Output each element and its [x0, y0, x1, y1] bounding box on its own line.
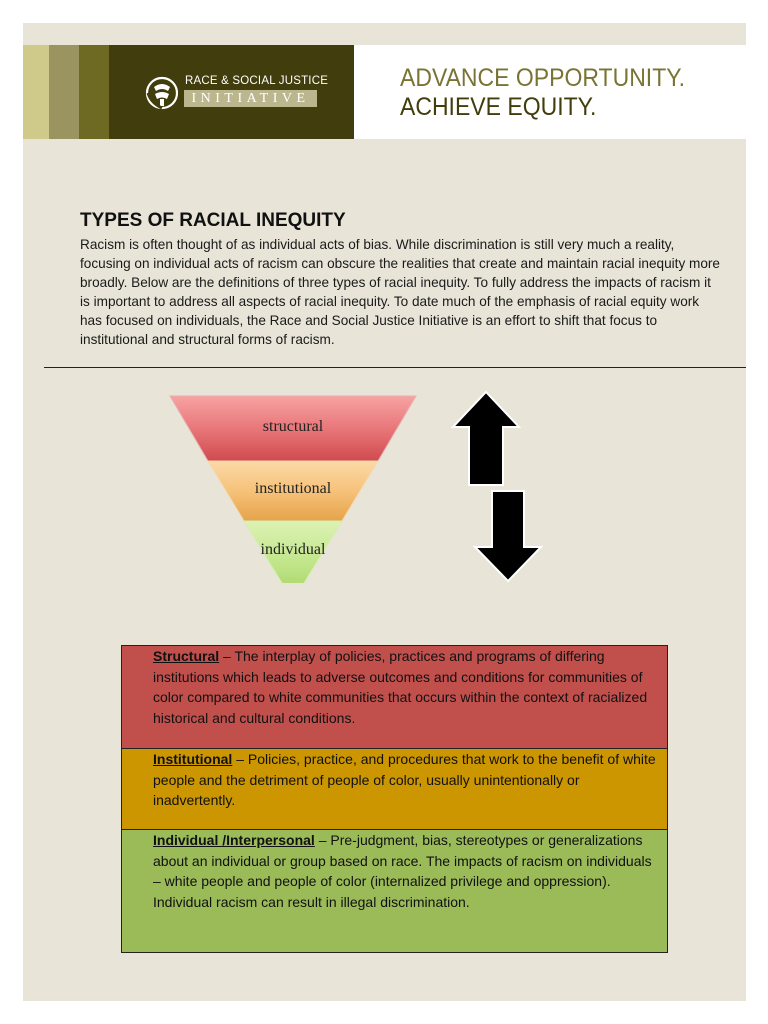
pyramid-label-institutional: institutional	[255, 480, 332, 497]
pyramid-label-structural: structural	[263, 418, 324, 435]
definitions-table: Structural – The interplay of policies, …	[121, 645, 668, 953]
definition-text: Policies, practice, and procedures that …	[153, 751, 656, 808]
definition-dash: –	[219, 648, 235, 664]
logo-text-line2: INITIATIVE	[184, 90, 317, 107]
definition-dash: –	[314, 832, 331, 848]
page: RACE & SOCIAL JUSTICE INITIATIVE ADVANCE…	[23, 23, 746, 1001]
tagline-line2: ACHIEVE EQUITY.	[400, 93, 597, 121]
down-arrow-icon	[472, 490, 543, 583]
divider	[44, 367, 746, 368]
header-stripe	[49, 45, 79, 139]
definition-text: Pre-judgment, bias, stereotypes or gener…	[153, 832, 652, 910]
definition-individual: Individual /Interpersonal – Pre-judgment…	[122, 830, 667, 952]
pyramid-level-individual	[243, 520, 343, 583]
definition-term: Structural	[153, 648, 220, 664]
up-arrow-icon	[451, 390, 522, 486]
seal-emblem-icon	[145, 76, 179, 110]
definition-structural: Structural – The interplay of policies, …	[122, 646, 667, 749]
definition-term: Individual /Interpersonal	[153, 832, 315, 848]
logo-text-line1: RACE & SOCIAL JUSTICE	[185, 75, 329, 87]
header-stripe	[79, 45, 109, 139]
direction-arrows	[451, 390, 543, 583]
logo: RACE & SOCIAL JUSTICE INITIATIVE	[109, 45, 354, 139]
definition-dash: –	[232, 751, 248, 767]
header-stripe	[23, 45, 49, 139]
definition-term: Institutional	[153, 751, 233, 767]
definition-text: The interplay of policies, practices and…	[153, 648, 648, 726]
intro-paragraph: Racism is often thought of as individual…	[80, 237, 720, 347]
section-title: TYPES OF RACIAL INEQUITY	[80, 210, 346, 231]
header-banner: RACE & SOCIAL JUSTICE INITIATIVE ADVANCE…	[23, 45, 746, 139]
inverted-pyramid-diagram: structural institutional individual	[169, 395, 417, 583]
definition-institutional: Institutional – Policies, practice, and …	[122, 749, 667, 830]
pyramid-label-individual: individual	[261, 541, 326, 558]
tagline: ADVANCE OPPORTUNITY. ACHIEVE EQUITY.	[400, 64, 685, 122]
tagline-line1: ADVANCE OPPORTUNITY.	[400, 64, 686, 92]
